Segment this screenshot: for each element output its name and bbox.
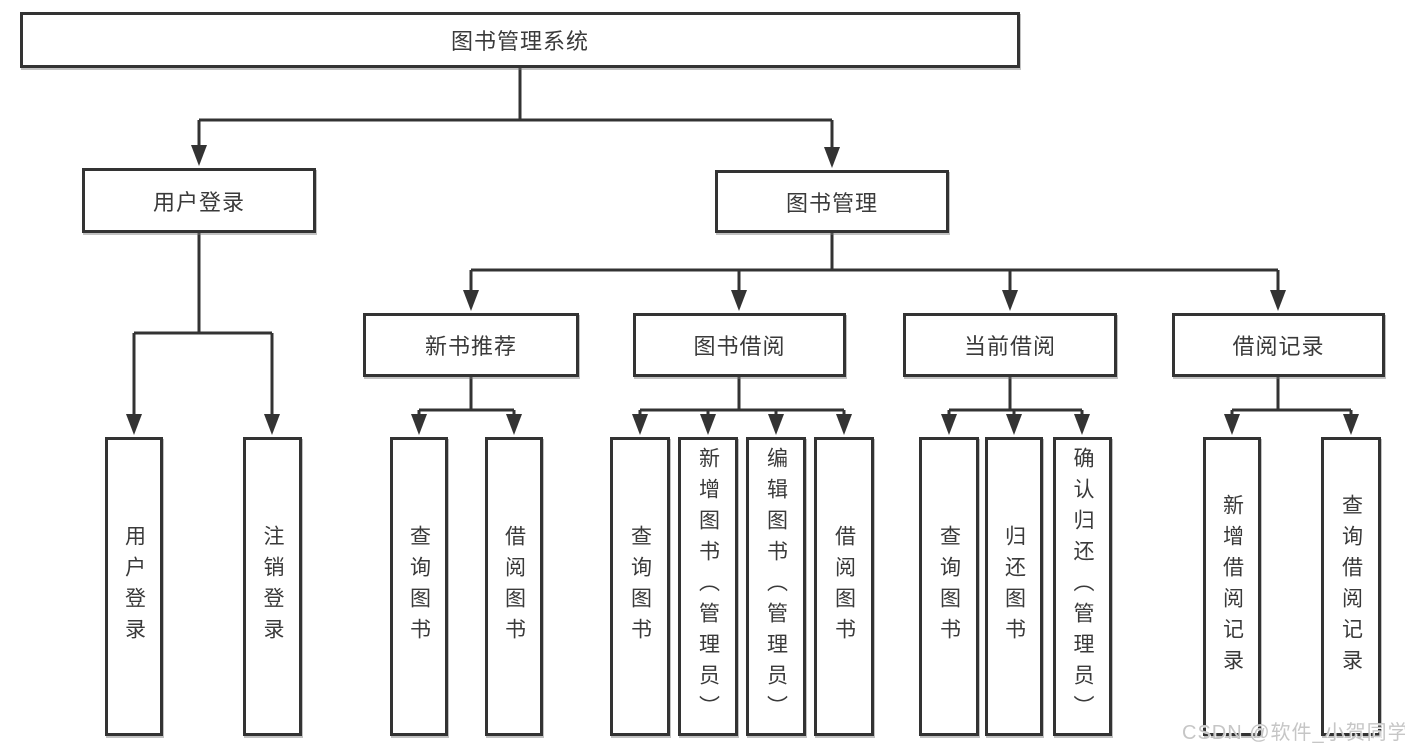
leaf-add-borrow-record-label: 新增借阅记录 (1220, 493, 1244, 680)
leaf-edit-book-admin: 编辑图书（管理员） (746, 437, 806, 736)
leaf-query-borrow-record: 查询借阅记录 (1321, 437, 1381, 736)
node-current-borrowing: 当前借阅 (903, 313, 1117, 377)
leaf-borrow-books-recommend: 借阅图书 (485, 437, 543, 736)
leaf-query-books-recommend-label: 查询图书 (407, 524, 431, 649)
node-new-book-recommend: 新书推荐 (363, 313, 579, 377)
leaf-add-book-admin-label: 新增图书（管理员） (696, 447, 720, 726)
leaf-borrow-books-borrowing: 借阅图书 (814, 437, 874, 736)
node-user-login-label: 用户登录 (152, 189, 245, 215)
leaf-logout-label: 注销登录 (261, 524, 284, 649)
leaf-borrow-books-borrowing-label: 借阅图书 (832, 524, 856, 649)
leaf-user-login: 用户登录 (105, 437, 163, 736)
node-book-borrowing: 图书借阅 (633, 313, 846, 377)
node-book-management: 图书管理 (715, 170, 949, 233)
leaf-query-books-current: 查询图书 (919, 437, 979, 736)
leaf-logout: 注销登录 (243, 437, 302, 736)
leaf-borrow-books-recommend-label: 借阅图书 (502, 524, 526, 649)
node-borrowing-records-label: 借阅记录 (1232, 334, 1325, 359)
leaf-add-book-admin: 新增图书（管理员） (678, 437, 738, 736)
leaf-query-books-borrowing: 查询图书 (610, 437, 670, 736)
csdn-watermark: CSDN @软件_小贺同学 (1182, 722, 1405, 744)
node-current-borrowing-label: 当前借阅 (963, 334, 1056, 359)
leaf-add-borrow-record: 新增借阅记录 (1203, 437, 1261, 736)
leaf-query-books-recommend: 查询图书 (390, 437, 448, 736)
node-book-management-label: 图书管理 (785, 190, 878, 216)
leaf-confirm-return-admin: 确认归还（管理员） (1053, 437, 1112, 736)
leaf-return-book: 归还图书 (985, 437, 1043, 736)
leaf-confirm-return-admin-label: 确认归还（管理员） (1071, 447, 1094, 726)
leaf-query-books-current-label: 查询图书 (937, 524, 961, 649)
node-root: 图书管理系统 (20, 12, 1020, 68)
leaf-query-borrow-record-label: 查询借阅记录 (1339, 493, 1363, 680)
leaf-query-books-borrowing-label: 查询图书 (628, 524, 652, 649)
node-borrowing-records: 借阅记录 (1172, 313, 1385, 377)
leaf-edit-book-admin-label: 编辑图书（管理员） (764, 447, 788, 726)
node-user-login: 用户登录 (82, 168, 316, 233)
node-book-borrowing-label: 图书借阅 (693, 334, 786, 359)
leaf-return-book-label: 归还图书 (1002, 524, 1026, 649)
node-new-book-recommend-label: 新书推荐 (424, 334, 517, 359)
leaf-user-login-label: 用户登录 (122, 524, 146, 649)
node-root-label: 图书管理系统 (450, 29, 589, 54)
